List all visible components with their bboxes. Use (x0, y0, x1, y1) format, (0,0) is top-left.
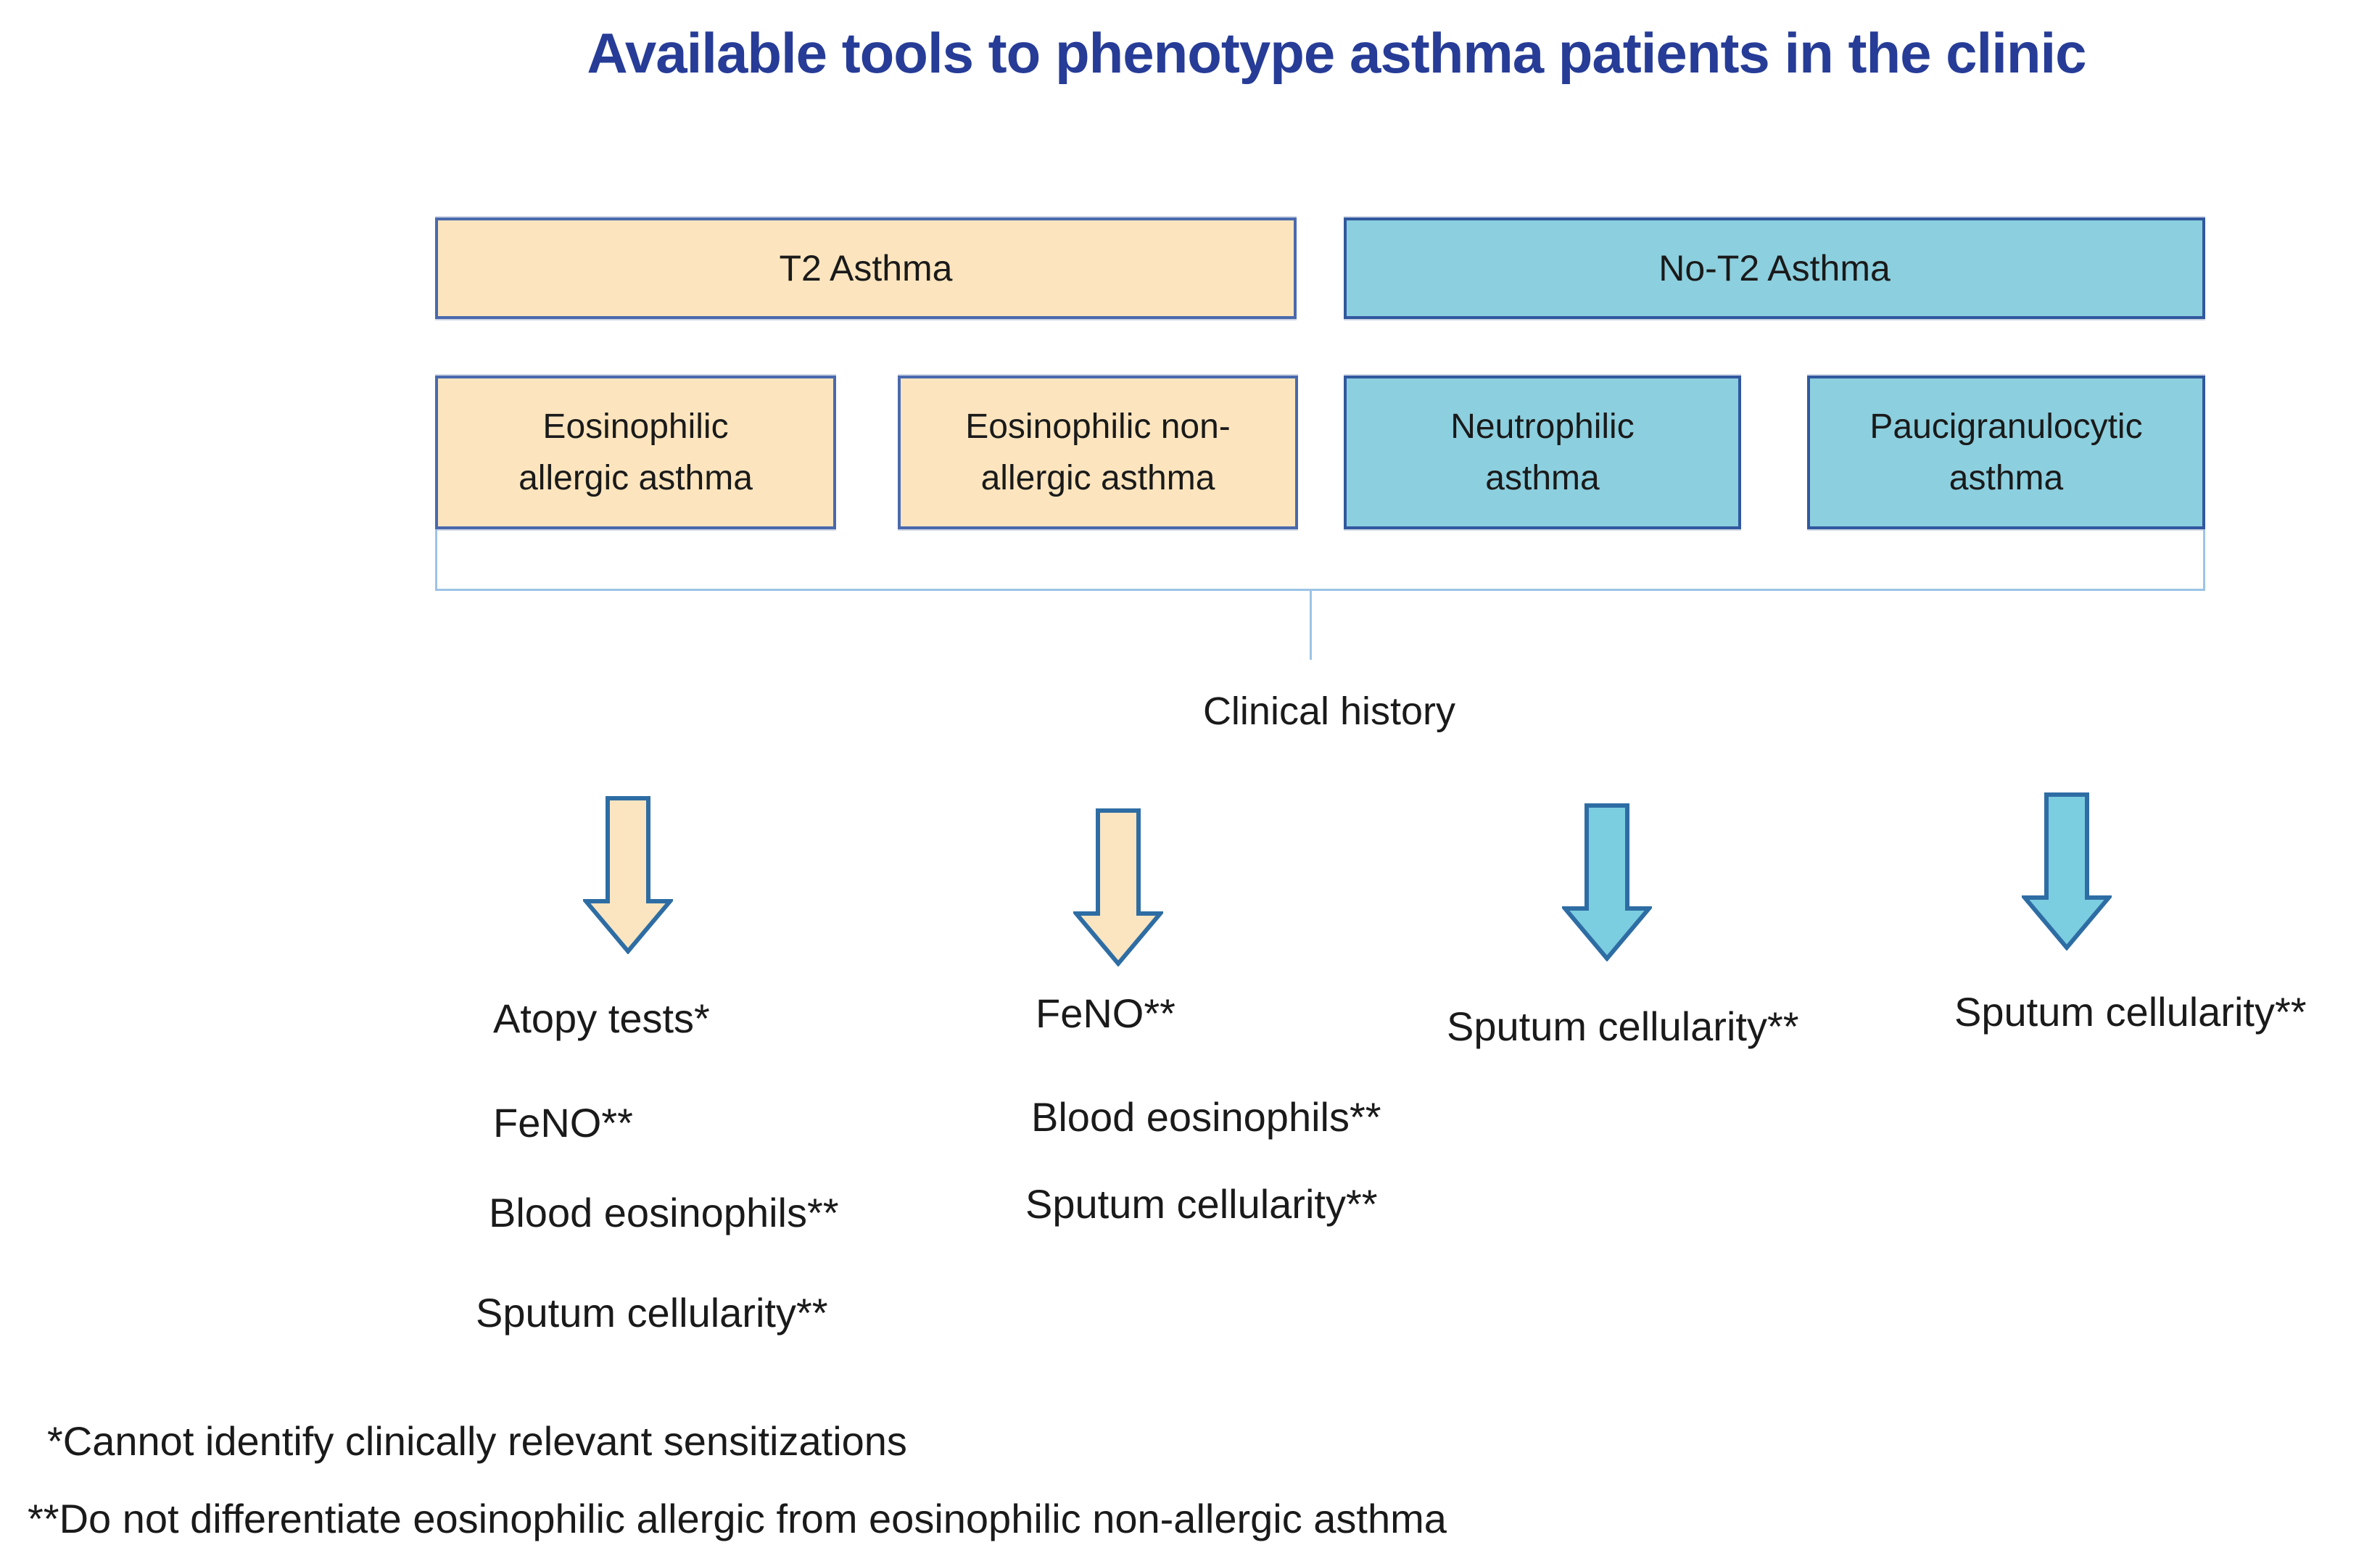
clinical-history-label: Clinical history (1202, 690, 1456, 733)
tool-item: Sputum cellularity** (1447, 1003, 1799, 1049)
tool-item: Blood eosinophils** (1031, 1094, 1381, 1140)
tool-item: Sputum cellularity** (1954, 989, 2307, 1035)
phenotype-label-line: asthma (1949, 459, 2064, 497)
bracket-horizontal-line (435, 589, 2205, 591)
down-arrow-icon (1562, 803, 1652, 961)
phenotype-box-paucigranulocytic: Paucigranulocytic asthma (1807, 376, 2205, 529)
phenotype-box-neutrophilic: Neutrophilic asthma (1344, 376, 1741, 529)
phenotype-label-line: Eosinophilic (542, 407, 729, 446)
bracket-center-stub-line (1310, 590, 1312, 660)
tool-item: Atopy tests* (493, 995, 710, 1041)
footnote-single-asterisk: *Cannot identify clinically relevant sen… (47, 1418, 907, 1464)
phenotype-label-line: allergic asthma (980, 459, 1215, 497)
phenotype-label-line: Paucigranulocytic (1869, 407, 2143, 446)
down-arrow-icon (1073, 808, 1163, 966)
bracket-right-line (2203, 529, 2205, 590)
tool-item: FeNO** (493, 1100, 633, 1146)
phenotype-label-line: Eosinophilic non- (965, 407, 1231, 446)
page-title: Available tools to phenotype asthma pati… (587, 21, 2086, 85)
phenotype-label-line: asthma (1485, 459, 1600, 497)
down-arrow-icon (583, 796, 673, 954)
tool-item: Sputum cellularity** (1025, 1181, 1378, 1227)
phenotype-label-line: allergic asthma (518, 459, 753, 497)
phenotype-box-eosinophilic-allergic: Eosinophilic allergic asthma (435, 376, 836, 529)
down-arrow-icon (2022, 792, 2112, 951)
group-box-no-t2-label: No-T2 Asthma (1658, 248, 1891, 289)
phenotype-box-eosinophilic-non-allergic: Eosinophilic non- allergic asthma (898, 376, 1298, 529)
tool-item: FeNO** (1036, 990, 1175, 1036)
bracket-left-line (435, 529, 437, 590)
tool-item: Sputum cellularity** (476, 1290, 828, 1336)
footnote-double-asterisk: **Do not differentiate eosinophilic alle… (28, 1496, 1447, 1541)
phenotype-label-line: Neutrophilic (1450, 407, 1635, 446)
group-box-t2-label: T2 Asthma (779, 248, 953, 289)
group-box-no-t2-asthma: No-T2 Asthma (1344, 218, 2205, 319)
tool-item: Blood eosinophils** (489, 1190, 839, 1235)
group-box-t2-asthma: T2 Asthma (435, 218, 1297, 319)
